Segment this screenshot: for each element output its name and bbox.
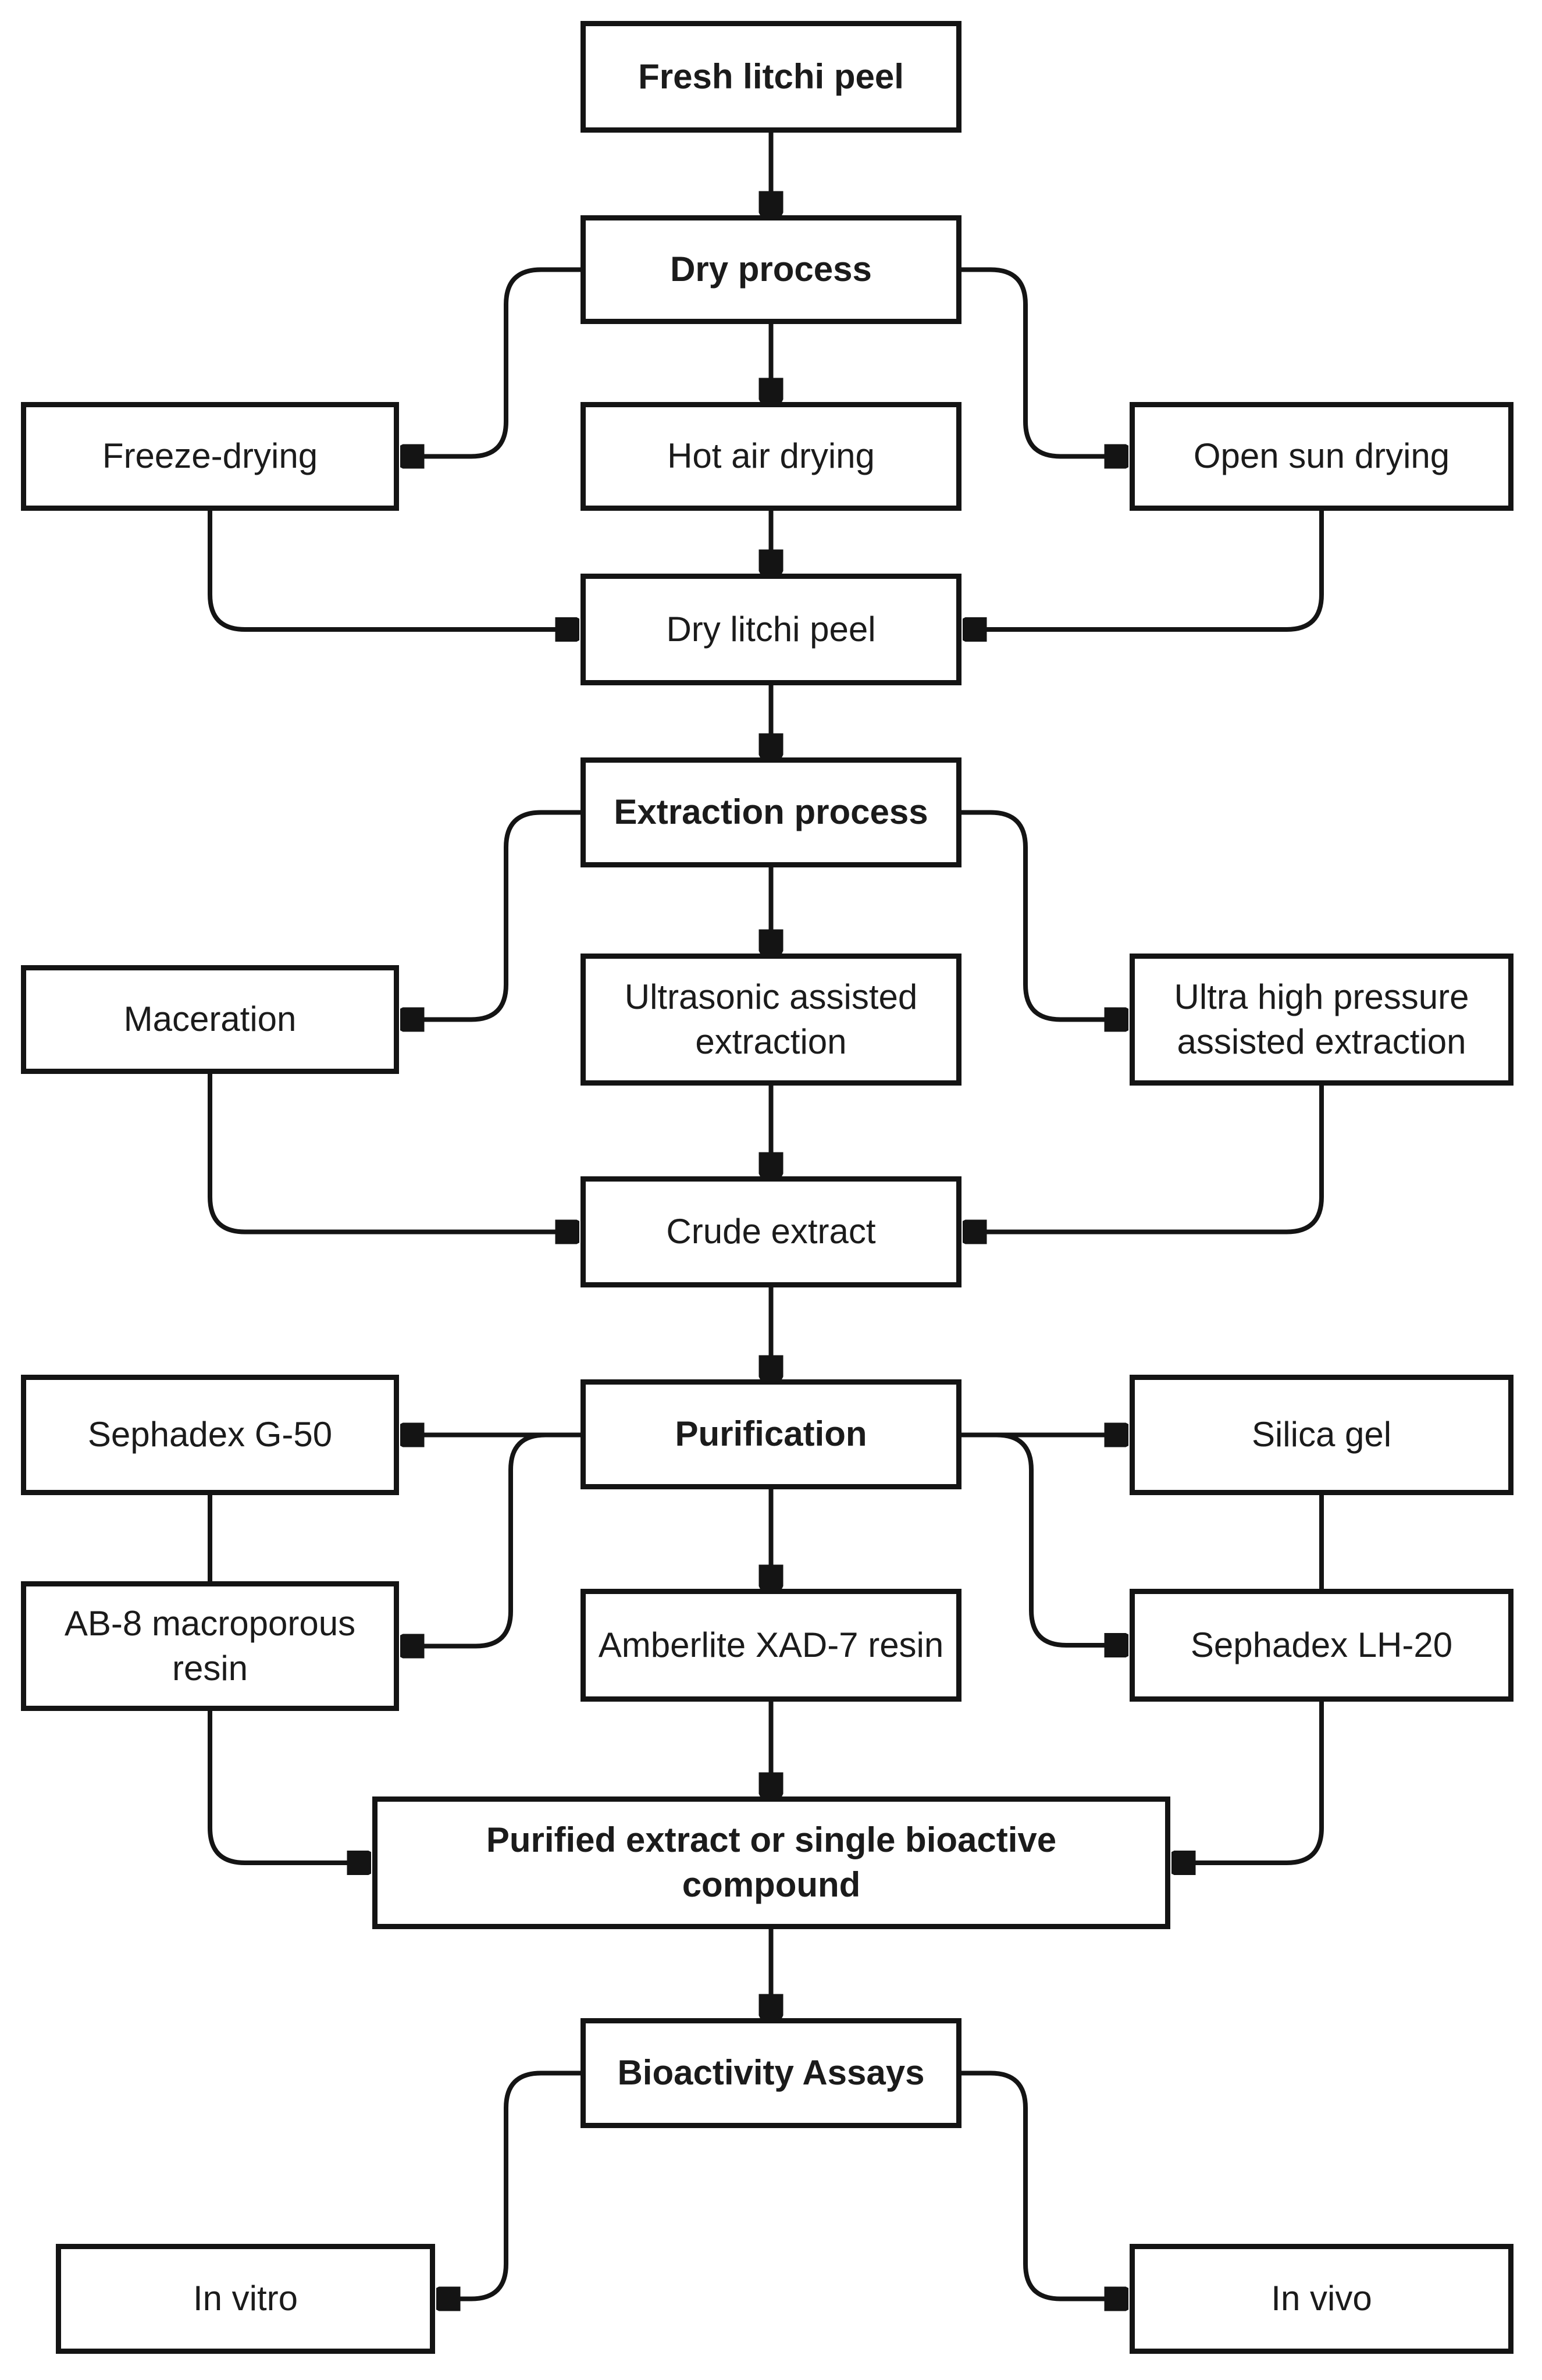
node-ultra-high-pressure-assisted-extraction: Ultra high pressure assisted extraction bbox=[1130, 954, 1513, 1086]
edge-maceration-to-crude-extract bbox=[208, 1074, 577, 1232]
node-purification: Purification bbox=[581, 1379, 961, 1489]
edge-purification-to-sephadex-lh20 bbox=[996, 1432, 1126, 1646]
node-crude-extract-label: Crude extract bbox=[666, 1212, 876, 1251]
node-purified-extract-label: Purified extract or single bioactive com… bbox=[486, 1820, 1057, 1904]
node-crude-extract: Crude extract bbox=[581, 1176, 961, 1287]
node-ab8-macroporous-resin: AB-8 macroporous resin bbox=[21, 1581, 399, 1711]
node-in-vitro-label: In vitro bbox=[193, 2279, 298, 2318]
edge-dry-process-to-freeze-drying bbox=[403, 267, 581, 457]
edge-ultra-high-pressure-to-crude-extract bbox=[965, 1086, 1324, 1232]
node-sephadex-g50: Sephadex G-50 bbox=[21, 1375, 399, 1495]
node-hot-air-drying-label: Hot air drying bbox=[667, 436, 875, 476]
node-amberlite-xad7-resin-label: Amberlite XAD-7 resin bbox=[598, 1625, 944, 1664]
node-in-vitro: In vitro bbox=[56, 2244, 435, 2354]
node-fresh-litchi-peel: Fresh litchi peel bbox=[581, 21, 961, 133]
node-dry-litchi-peel: Dry litchi peel bbox=[581, 574, 961, 685]
edge-bioactivity-assays-to-in-vitro bbox=[439, 2071, 581, 2299]
node-silica-gel: Silica gel bbox=[1130, 1375, 1513, 1495]
node-purification-label: Purification bbox=[675, 1414, 867, 1454]
node-bioactivity-assays: Bioactivity Assays bbox=[581, 2018, 961, 2128]
node-hot-air-drying: Hot air drying bbox=[581, 402, 961, 511]
node-extraction-process-label: Extraction process bbox=[614, 792, 928, 832]
node-fresh-litchi-peel-label: Fresh litchi peel bbox=[638, 56, 904, 96]
edge-sephadex-lh20-to-purified-extract bbox=[1174, 1702, 1324, 1863]
node-freeze-drying: Freeze-drying bbox=[21, 402, 399, 511]
edge-extraction-process-to-ultra-high-pressure bbox=[961, 810, 1126, 1020]
node-ultra-high-pressure-assisted-extraction-label: Ultra high pressure assisted extraction bbox=[1174, 977, 1469, 1061]
node-dry-litchi-peel-label: Dry litchi peel bbox=[666, 609, 876, 649]
node-in-vivo-label: In vivo bbox=[1271, 2279, 1372, 2318]
node-sephadex-lh20-label: Sephadex LH-20 bbox=[1190, 1625, 1453, 1664]
node-ab8-macroporous-resin-label: AB-8 macroporous resin bbox=[64, 1603, 356, 1688]
node-dry-process-label: Dry process bbox=[670, 250, 872, 289]
edge-purification-to-ab8-macroporous-resin bbox=[403, 1432, 546, 1646]
edge-extraction-process-to-maceration bbox=[403, 810, 581, 1020]
node-freeze-drying-label: Freeze-drying bbox=[102, 436, 318, 476]
node-open-sun-drying: Open sun drying bbox=[1130, 402, 1513, 511]
node-bioactivity-assays-label: Bioactivity Assays bbox=[617, 2053, 925, 2093]
node-ultrasonic-assisted-extraction: Ultrasonic assisted extraction bbox=[581, 954, 961, 1086]
node-amberlite-xad7-resin: Amberlite XAD-7 resin bbox=[581, 1589, 961, 1702]
node-purified-extract-or-single-bioactive-compound: Purified extract or single bioactive com… bbox=[372, 1796, 1170, 1929]
node-sephadex-g50-label: Sephadex G-50 bbox=[87, 1415, 333, 1454]
node-sephadex-lh20: Sephadex LH-20 bbox=[1130, 1589, 1513, 1702]
node-in-vivo: In vivo bbox=[1130, 2244, 1513, 2354]
edge-dry-process-to-open-sun-drying bbox=[961, 267, 1126, 457]
node-dry-process: Dry process bbox=[581, 215, 961, 324]
node-maceration-label: Maceration bbox=[123, 999, 297, 1039]
node-open-sun-drying-label: Open sun drying bbox=[1193, 436, 1450, 476]
edge-freeze-drying-to-dry-litchi-peel bbox=[208, 511, 577, 629]
node-silica-gel-label: Silica gel bbox=[1251, 1415, 1392, 1454]
edge-bioactivity-assays-to-in-vivo bbox=[961, 2071, 1126, 2299]
edge-ab8-to-purified-extract bbox=[208, 1711, 369, 1863]
edge-open-sun-drying-to-dry-litchi-peel bbox=[965, 511, 1324, 629]
node-extraction-process: Extraction process bbox=[581, 757, 961, 867]
node-maceration: Maceration bbox=[21, 965, 399, 1074]
node-ultrasonic-assisted-extraction-label: Ultrasonic assisted extraction bbox=[624, 977, 918, 1061]
